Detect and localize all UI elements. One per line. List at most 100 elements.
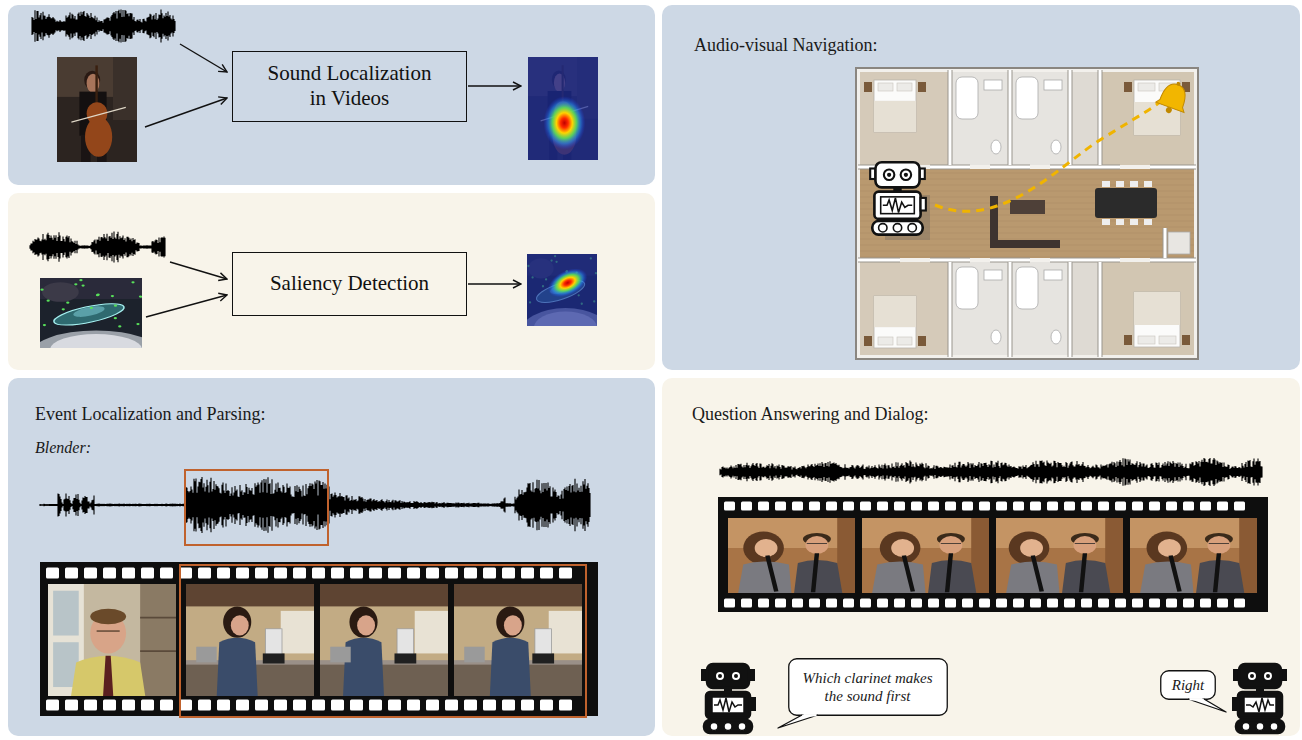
floor-plan <box>952 262 1008 355</box>
panel-ground <box>662 5 1300 370</box>
bell-icon <box>1176 81 1181 86</box>
floor-plan <box>991 140 1001 154</box>
film-strip <box>962 502 973 511</box>
video-frame <box>136 323 139 325</box>
video-frame <box>1196 560 1244 593</box>
film-strip <box>426 568 439 579</box>
video-frame <box>263 653 285 663</box>
floor-plan <box>878 337 893 345</box>
film-strip <box>331 700 344 711</box>
video-frame <box>90 307 93 309</box>
video-frame <box>103 656 113 696</box>
film-strip <box>1115 599 1126 608</box>
film-strip <box>962 599 973 608</box>
video-frame <box>996 518 1123 593</box>
video-frame <box>57 57 137 162</box>
audio-waveform <box>40 477 590 533</box>
floor-plan <box>1009 70 1012 165</box>
video-frame <box>1020 539 1043 557</box>
film-strip <box>483 568 496 579</box>
film-strip <box>1183 599 1194 608</box>
video-frame <box>394 653 416 663</box>
film-strip <box>724 599 735 608</box>
video-frame <box>40 331 142 348</box>
floor-plan <box>956 77 978 119</box>
video-frame <box>904 556 913 592</box>
film-strip <box>945 599 956 608</box>
robot-icon <box>1239 664 1281 688</box>
video-frame <box>40 289 43 291</box>
film-strip <box>502 700 515 711</box>
robot-icon <box>1247 671 1257 681</box>
panel-ground <box>662 378 1300 736</box>
robot-icon <box>883 198 912 213</box>
video-frame <box>53 591 79 636</box>
panel-title: Event Localization and Parsing: <box>35 404 265 426</box>
floor-plan <box>1069 262 1072 357</box>
film-strip <box>274 700 287 711</box>
saliency-map <box>527 254 597 326</box>
video-frame <box>57 57 137 162</box>
saliency-map <box>544 263 592 303</box>
video-frame <box>196 647 216 663</box>
robot-icon <box>731 671 741 681</box>
video-frame <box>454 584 582 606</box>
video-frame <box>549 611 582 654</box>
video-frame <box>140 617 176 619</box>
film-strip <box>1234 599 1245 608</box>
film-strip <box>1132 599 1143 608</box>
floor-plan <box>1102 262 1194 355</box>
film-strip <box>1098 502 1109 511</box>
video-frame <box>320 584 448 606</box>
video-frame <box>743 532 784 565</box>
floor-plan <box>860 257 1194 258</box>
floor-plan <box>1010 200 1045 214</box>
video-frame <box>947 553 951 592</box>
film-strip <box>40 562 598 716</box>
film-strip <box>877 502 888 511</box>
film-strip <box>46 700 59 711</box>
video-frame <box>71 107 125 122</box>
video-frame <box>996 518 1123 593</box>
film-strip <box>1183 502 1194 511</box>
film-strip <box>1081 599 1092 608</box>
film-strip <box>388 700 401 711</box>
floor-plan <box>856 68 1198 359</box>
floor-plan <box>860 72 948 165</box>
video-frame <box>95 65 97 107</box>
floor-plan <box>1072 262 1098 355</box>
film-strip <box>426 700 439 711</box>
floor-plan <box>1051 330 1061 344</box>
task-panel: Audio-visual Navigation: <box>662 5 1300 370</box>
film-strip <box>860 599 871 608</box>
box-label: Sound Localization in Videos <box>260 61 440 111</box>
floor-plan <box>1044 270 1062 280</box>
film-strip <box>483 700 496 711</box>
video-frame <box>1147 532 1188 565</box>
flow-arrow <box>468 85 521 86</box>
floor-plan <box>1050 165 1120 170</box>
film-strip <box>1064 599 1075 608</box>
floor-plan <box>1095 188 1157 218</box>
film-strip <box>350 568 363 579</box>
video-frame <box>862 518 989 593</box>
film-strip <box>407 700 420 711</box>
bubble-text: Which clarinet makes the sound first <box>798 669 938 705</box>
video-frame <box>320 662 448 696</box>
flow-arrow <box>468 283 521 284</box>
floor-plan <box>856 68 1198 359</box>
film-strip <box>758 502 769 511</box>
film-strip <box>502 568 515 579</box>
film-strip <box>1030 599 1041 608</box>
video-frame <box>66 302 69 304</box>
video-frame <box>880 532 921 565</box>
video-frame <box>43 324 46 326</box>
video-frame <box>454 584 582 696</box>
robot-icon <box>714 698 742 712</box>
floor-plan <box>1068 262 1073 357</box>
film-strip <box>1081 502 1092 511</box>
video-frame <box>755 539 778 557</box>
video-frame <box>40 278 142 348</box>
video-frame <box>114 305 117 307</box>
